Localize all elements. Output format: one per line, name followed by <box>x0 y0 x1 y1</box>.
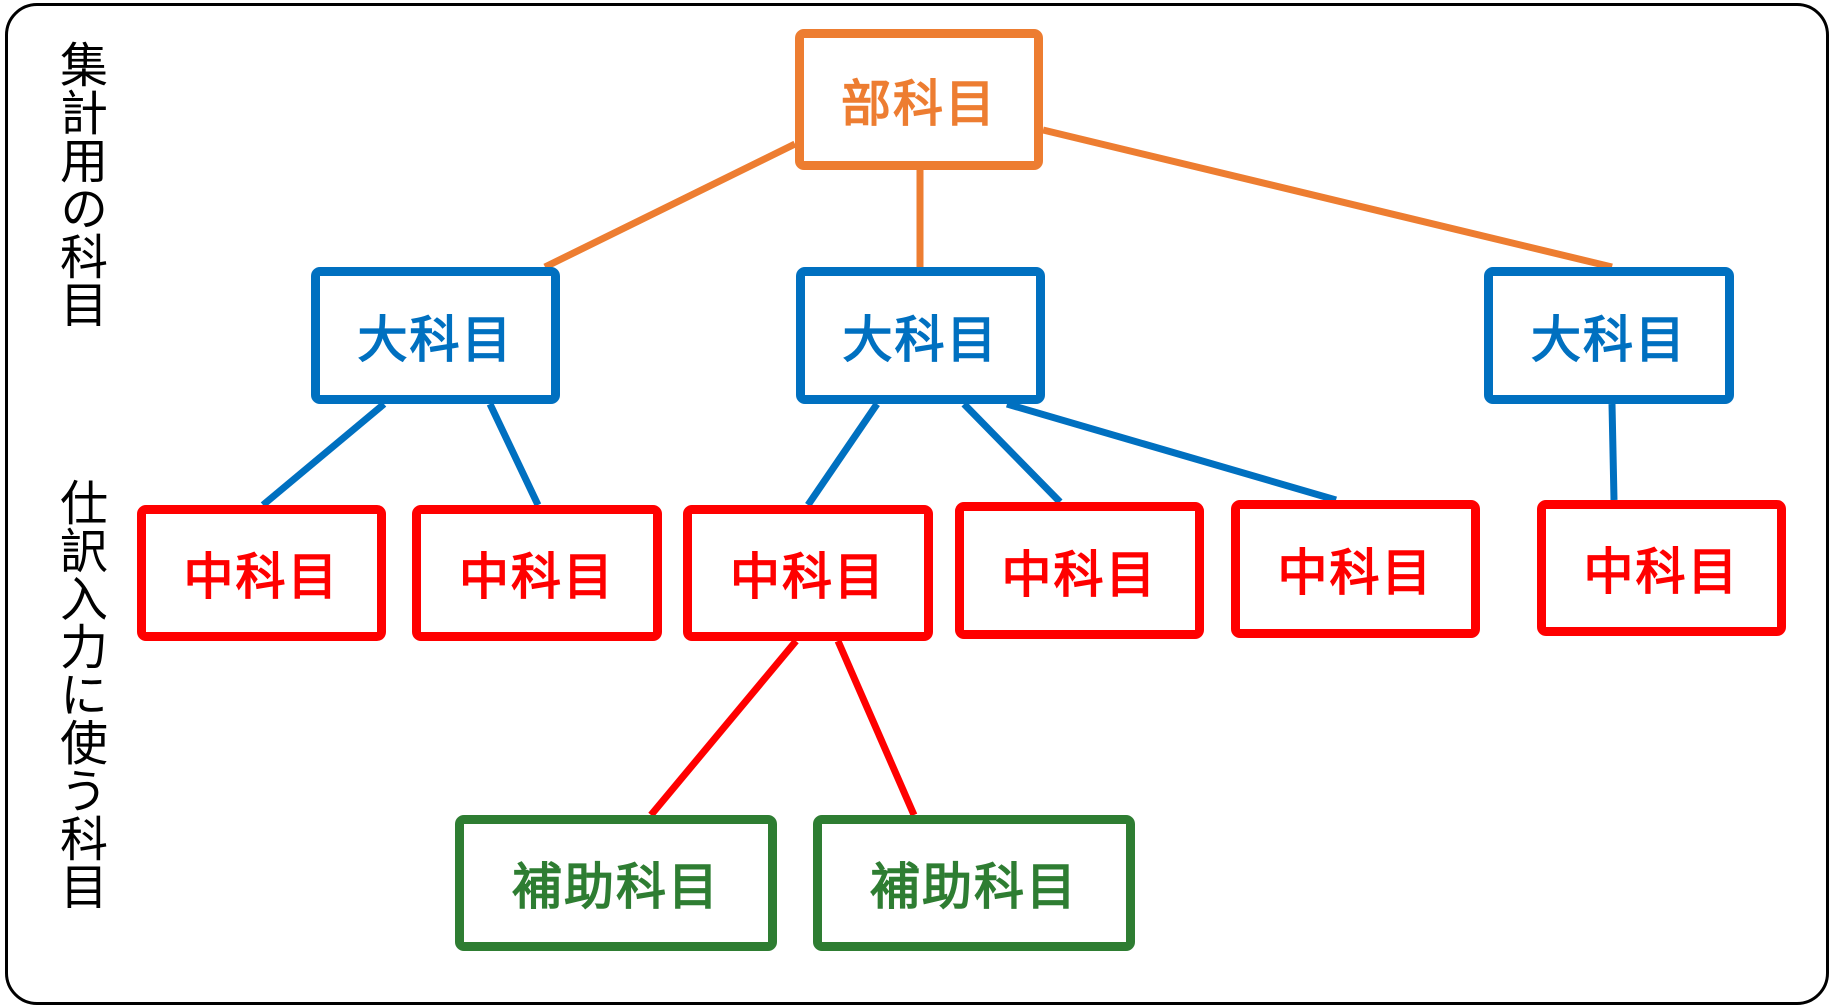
major-account-box-1: 大科目 <box>311 267 560 404</box>
connector-dept-major-1 <box>543 140 797 271</box>
connector-mid3-sub1 <box>648 638 799 818</box>
mid-account-box-4: 中科目 <box>955 502 1204 639</box>
connector-major2-mid4 <box>961 401 1063 505</box>
sub-account-box-2: 補助科目 <box>813 815 1135 951</box>
mid-account-box-2: 中科目 <box>412 505 662 641</box>
summary-accounts-label: 集計用の科目 <box>51 40 107 328</box>
major-account-box-2: 大科目 <box>796 267 1045 404</box>
major-account-box-3: 大科目 <box>1484 267 1734 404</box>
entry-accounts-label: 仕訳入力に使う科目 <box>51 478 107 910</box>
mid-account-box-5: 中科目 <box>1231 500 1480 638</box>
connector-major2-mid5 <box>1006 400 1337 504</box>
connector-major3-mid6 <box>1608 403 1618 501</box>
connector-major1-mid1 <box>260 401 387 508</box>
connector-dept-major-3 <box>1042 126 1613 271</box>
connector-major2-mid3 <box>805 402 880 507</box>
mid-account-box-1: 中科目 <box>137 505 386 641</box>
dept-account-box: 部科目 <box>795 29 1043 170</box>
sub-account-box-1: 補助科目 <box>455 815 777 951</box>
mid-account-box-3: 中科目 <box>683 505 933 641</box>
mid-account-box-6: 中科目 <box>1537 500 1786 636</box>
connector-mid3-sub2 <box>834 639 918 817</box>
connector-major1-mid2 <box>486 402 542 507</box>
